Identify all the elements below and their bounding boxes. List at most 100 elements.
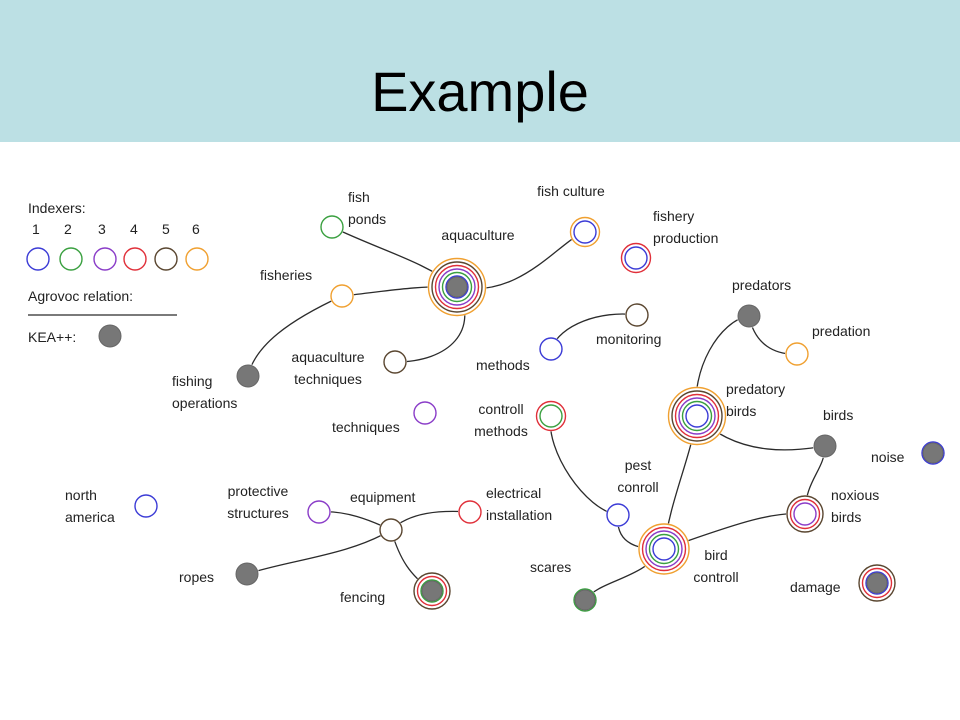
ring-indexer-4 [789,498,821,530]
node-label-line: predation [812,323,871,339]
node-label-line: bird [704,547,728,563]
node-techniques [413,401,437,425]
node-scares [573,588,597,612]
ring-indexer-6 [330,284,354,308]
legend-indexers-label: Indexers: [28,200,86,216]
ring-indexer-3 [678,397,716,435]
ring-indexer-2 [441,271,473,303]
ring-indexer-4 [861,567,893,599]
node-label-line: monitoring [596,331,662,347]
node-noxious-birds [786,495,824,533]
node-aquaculture [427,257,487,317]
kea-dot [866,572,888,594]
node-label-noise: noise [871,446,904,468]
legend-indexer-circle-5 [154,247,178,271]
node-label-line: conroll [617,479,659,495]
ring-indexer-3 [307,500,331,524]
ring-indexer-1 [624,246,648,270]
ring-indexer-2 [539,404,563,428]
node-ropes [235,562,259,586]
ring-indexer-1 [573,220,597,244]
ring-indexer-2 [681,400,713,432]
node-fishing-operations [236,364,260,388]
kea-dot [421,580,443,602]
ring-indexer-4 [434,264,480,310]
ring-indexer-6 [569,216,601,248]
ring-indexer-5 [379,518,403,542]
node-label-line: fisheries [260,267,313,283]
node-label-line: scares [530,559,572,575]
nodes-layer [134,215,945,612]
node-controll-methods [535,400,567,432]
ring-indexer-3 [413,401,437,425]
node-pest-conroll [606,503,630,527]
node-label-line: aquaculture [291,349,365,365]
ring-indexer-5 [383,350,407,374]
node-fish-culture [569,216,601,248]
legend-indexer-circle-3 [93,247,117,271]
legend-kea-label: KEA++: [28,329,77,345]
node-fishery-production [620,242,652,274]
node-predators [737,304,761,328]
ring-indexer-1 [606,503,630,527]
node-label-line: installation [486,507,553,523]
node-label-line: structures [227,505,289,521]
node-noise [921,441,945,465]
ring-indexer-1 [921,441,945,465]
node-label-line: methods [474,423,528,439]
ring-indexer-6 [638,523,690,575]
node-label-line: equipment [350,489,416,505]
node-label-aquaculture-techniques: aquaculture techniques [268,346,388,390]
node-electrical-installation [458,500,482,524]
node-monitoring [625,303,649,327]
ring-indexer-5 [431,261,483,313]
node-label-line: electrical [486,485,542,501]
node-label-ropes: ropes [179,566,214,588]
node-label-equipment: equipment [350,486,415,508]
ring-indexer-6 [427,257,487,317]
node-label-scares: scares [530,556,571,578]
node-birds [813,434,837,458]
node-label-monitoring: monitoring [596,328,661,350]
node-label-methods: methods [476,354,530,376]
node-label-line: noise [871,449,905,465]
node-label-line: protective [227,483,289,499]
node-label-line: fish [348,189,370,205]
node-fisheries [330,284,354,308]
legend-indexer-circle-6 [185,247,209,271]
kea-dot [574,589,596,611]
node-label-line: predators [732,277,792,293]
ring-indexer-4 [416,575,448,607]
ring-indexer-3 [438,268,476,306]
kea-dot [737,304,761,328]
node-label-line: techniques [294,371,362,387]
node-label-birds: birds [823,404,853,426]
ring-indexer-6 [667,386,727,446]
node-label-line: methods [476,357,530,373]
node-label-line: fishery [653,208,695,224]
ring-indexer-1 [652,537,676,561]
ring-indexer-3 [793,502,817,526]
kea-dot [236,364,260,388]
node-label-line: aquaculture [441,227,515,243]
node-label-predators: predators [732,274,791,296]
ring-indexer-3 [645,530,683,568]
node-label-line: north [65,487,97,503]
node-label-predation: predation [812,320,870,342]
page-title: Example [371,60,589,123]
node-label-line: controll [693,569,739,585]
node-label-electrical-installation: electrical installation [486,482,552,526]
node-predatory-birds [667,386,727,446]
node-label-line: birds [823,407,854,423]
node-north-america [134,494,158,518]
legend-indexer-circle-1 [26,247,50,271]
ring-indexer-5 [786,495,824,533]
ring-indexer-4 [620,242,652,274]
node-label-line: fishing [172,373,213,389]
